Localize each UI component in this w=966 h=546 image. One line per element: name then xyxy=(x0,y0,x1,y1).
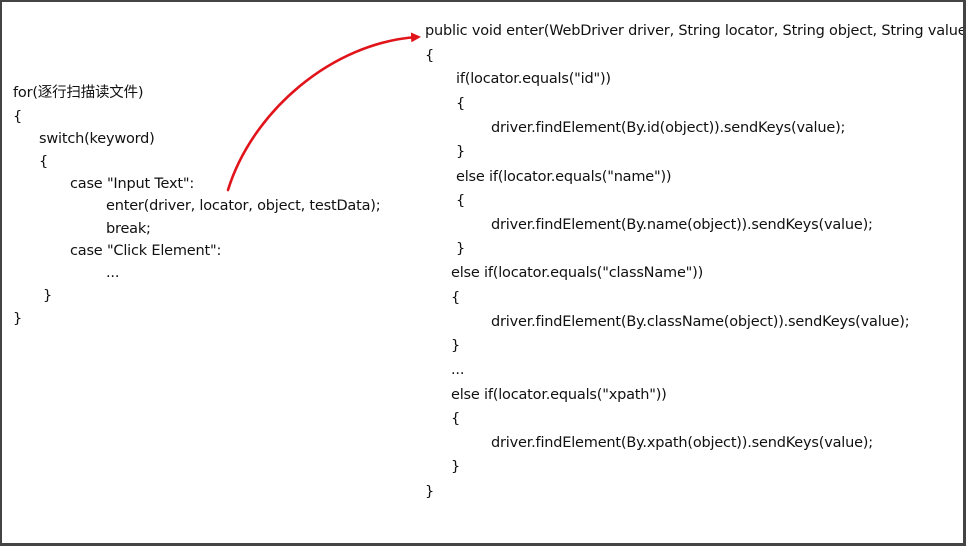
right-code-line: { xyxy=(451,290,461,306)
left-code-line: { xyxy=(39,154,49,170)
right-code-line: { xyxy=(456,193,466,209)
left-code-line: case "Input Text": xyxy=(70,176,195,192)
right-code-line: driver.findElement(By.id(object)).sendKe… xyxy=(491,120,846,136)
left-code-line: } xyxy=(13,311,23,327)
left-code-line: ... xyxy=(106,265,120,281)
right-code-line: } xyxy=(456,241,466,257)
right-code-line: { xyxy=(456,96,466,112)
right-code-line: } xyxy=(451,459,461,475)
right-code-line: } xyxy=(456,144,466,160)
right-code-line: else if(locator.equals("className")) xyxy=(451,265,704,281)
left-code-line: { xyxy=(13,109,23,125)
right-code-line: } xyxy=(451,338,461,354)
left-code-line: } xyxy=(43,288,53,304)
right-code-line: driver.findElement(By.xpath(object)).sen… xyxy=(491,435,873,451)
right-code-line: driver.findElement(By.name(object)).send… xyxy=(491,217,873,233)
left-code-line: for(逐行扫描读文件) xyxy=(13,85,144,101)
left-code-line: enter(driver, locator, object, testData)… xyxy=(106,198,381,214)
right-code-line: else if(locator.equals("name")) xyxy=(456,169,672,185)
right-code-line: if(locator.equals("id")) xyxy=(456,71,611,87)
right-code-line: public void enter(WebDriver driver, Stri… xyxy=(425,23,966,39)
right-code-line: else if(locator.equals("xpath")) xyxy=(451,387,667,403)
left-code-line: case "Click Element": xyxy=(70,243,222,259)
right-code-line: driver.findElement(By.className(object))… xyxy=(491,314,910,330)
right-code-line: } xyxy=(425,484,435,500)
call-arrow-path xyxy=(226,32,421,192)
right-code-line: ... xyxy=(451,362,465,378)
right-code-line: { xyxy=(451,411,461,427)
left-code-line: switch(keyword) xyxy=(39,131,155,147)
left-code-line: break; xyxy=(106,221,151,237)
right-code-line: { xyxy=(425,48,435,64)
